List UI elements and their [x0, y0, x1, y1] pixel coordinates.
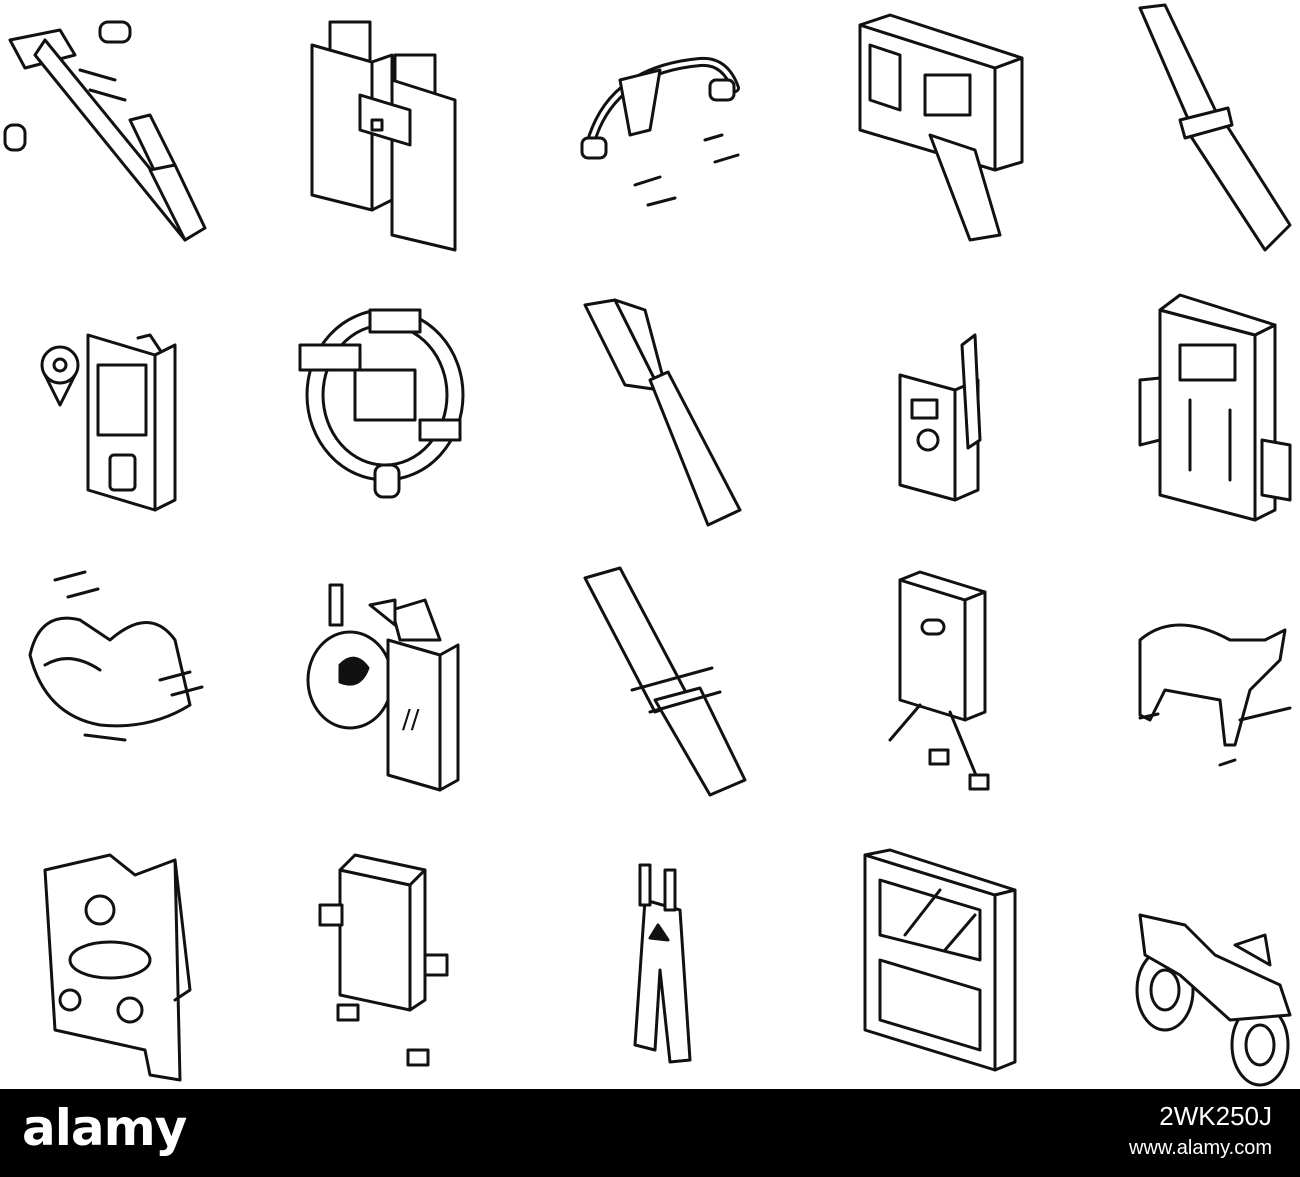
alamy-logo[interactable]: alamy — [22, 1099, 187, 1157]
image-id-label: 2WK250J — [1159, 1101, 1272, 1131]
repellent-spray-icon: // — [306, 583, 460, 792]
camouflage-jacket-icon — [43, 853, 192, 1082]
trail-camera-icon — [863, 848, 1017, 1072]
gps-navigator-icon — [40, 333, 177, 512]
crossbow-icon — [580, 56, 740, 207]
machete-icon — [583, 566, 747, 797]
deer-icon — [1138, 623, 1292, 767]
binoculars-icon — [310, 20, 457, 252]
rangefinder-icon — [858, 13, 1024, 242]
fishing-rod-icon — [3, 20, 207, 242]
stock-footer-bar: alamy 2WK250J www.alamy.com — [0, 1089, 1300, 1177]
site-url-link[interactable]: www.alamy.com — [1129, 1137, 1272, 1159]
axe-icon — [583, 298, 742, 527]
backpack-icon — [1138, 293, 1292, 522]
duck-decoy-icon — [28, 570, 204, 742]
tree-stand-icon — [888, 570, 990, 791]
svg-text://: // — [402, 705, 420, 735]
icon-set-canvas: // — [3, 3, 1292, 1087]
walkie-talkie-icon — [898, 333, 982, 502]
knife-icon — [1138, 3, 1292, 252]
atv-quad-bike-icon — [1135, 913, 1292, 1087]
overalls-icon — [633, 863, 692, 1064]
hunting-blind-icon — [318, 853, 449, 1067]
compass-icon — [298, 308, 465, 499]
